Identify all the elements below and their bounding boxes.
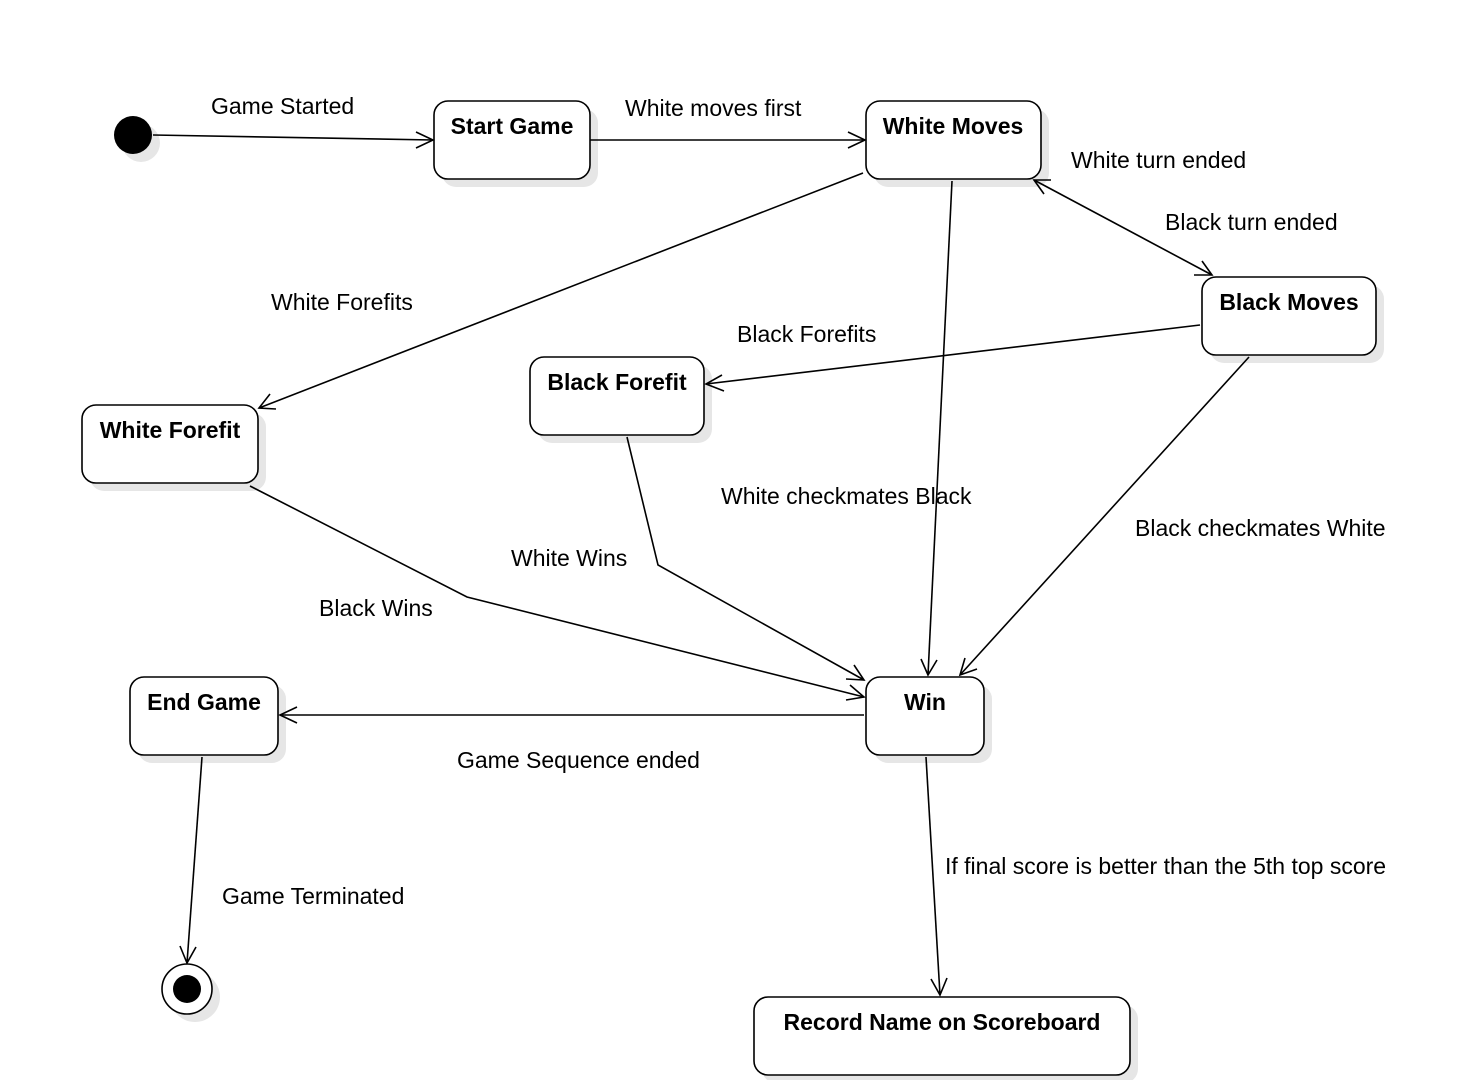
transition-white-checkmates-black [920,180,953,677]
transition-black-checkmates-white [958,356,1250,677]
state-end-game: End Game [129,676,286,763]
transition-black-wins [249,485,866,701]
state-white-moves: White Moves [865,100,1049,187]
transition-white-black-turns [1032,179,1214,276]
state-record-name: Record Name on Scoreboard [753,996,1138,1080]
state-black-moves: Black Moves [1201,276,1384,363]
state-label: White Forefit [100,417,241,443]
state-black-forefit: Black Forefit [529,356,712,443]
state-label: Black Forefit [547,369,687,395]
label-black-checkmates-white: Black checkmates White [1135,515,1386,541]
label-white-checkmates-black: White checkmates Black [721,483,972,509]
final-node [161,963,220,1022]
label-black-turn-ended: Black turn ended [1165,209,1338,235]
initial-node [114,116,160,162]
state-start-game: Start Game [433,100,598,187]
label-white-wins: White Wins [511,545,627,571]
state-label: Start Game [451,113,574,139]
state-win: Win [865,676,992,763]
label-white-moves-first: White moves first [625,95,802,121]
transition-game-started [152,131,435,149]
transition-white-forefits [257,172,864,410]
label-final-score-condition: If final score is better than the 5th to… [945,853,1386,879]
state-label: White Moves [883,113,1024,139]
state-label: Win [904,689,946,715]
transition-white-moves-first [590,131,867,149]
transition-game-terminated [179,756,203,965]
state-white-forefit: White Forefit [81,404,266,491]
label-white-forefits: White Forefits [271,289,413,315]
label-game-started: Game Started [211,93,354,119]
transition-final-score [925,756,948,997]
label-black-forefits: Black Forefits [737,321,876,347]
label-white-turn-ended: White turn ended [1071,147,1246,173]
transition-game-sequence-ended [278,706,864,724]
label-black-wins: Black Wins [319,595,433,621]
state-label: End Game [147,689,261,715]
label-game-terminated: Game Terminated [222,883,404,909]
label-game-sequence-ended: Game Sequence ended [457,747,700,773]
transition-white-wins [626,436,866,681]
state-label: Black Moves [1219,289,1358,315]
state-label: Record Name on Scoreboard [784,1009,1101,1035]
transition-black-forefits [704,324,1201,392]
